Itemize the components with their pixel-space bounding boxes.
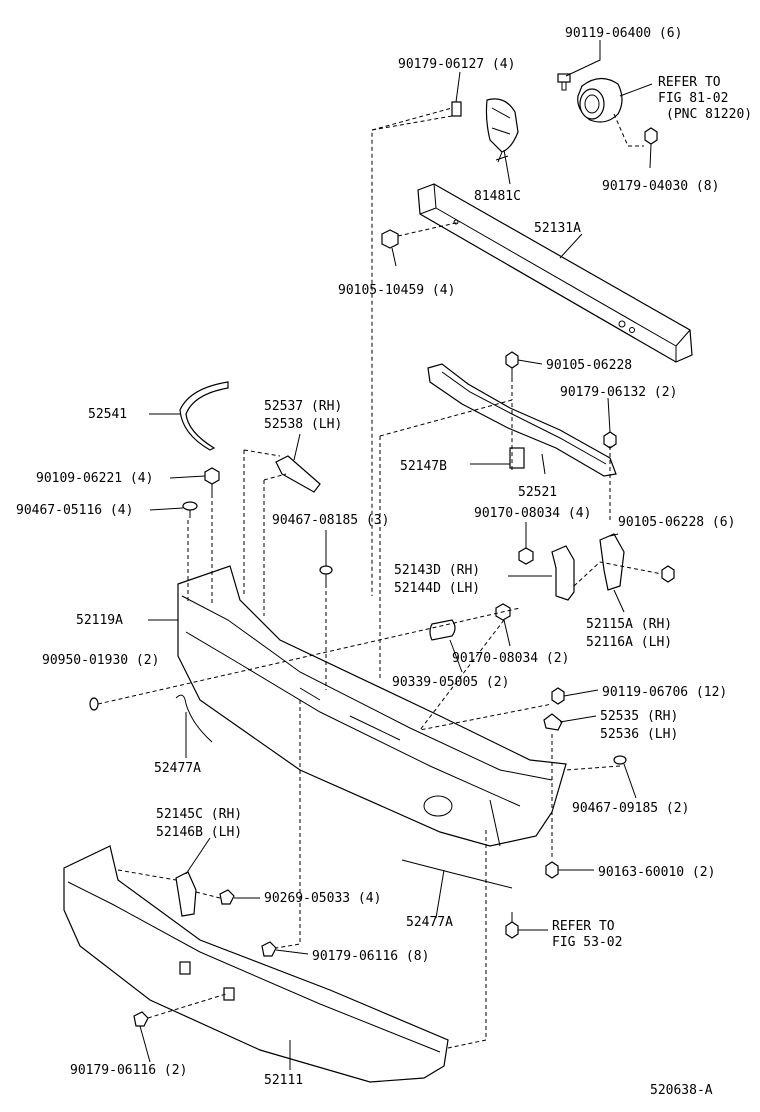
label-52145c: 52145C (RH) (156, 807, 242, 822)
label-90950-01930: 90950-01930 (2) (42, 653, 159, 668)
bumper-retainer-52521 (427, 363, 617, 477)
bracket-52145c-52146b (175, 871, 197, 917)
bumper-reinforcement-52131a (417, 183, 693, 363)
label-90105-10459: 90105-10459 (4) (338, 283, 455, 298)
label-52541: 52541 (88, 407, 127, 422)
label-refer-fig81-line2: FIG 81-02 (658, 91, 728, 106)
label-refer-fig81-line1: REFER TO (658, 75, 721, 90)
label-52131a: 52131A (534, 221, 581, 236)
label-52115a: 52115A (RH) (586, 617, 672, 632)
label-90170-08034-a: 90170-08034 (4) (474, 506, 591, 521)
bolt-90105-06228-top (505, 351, 519, 378)
label-52116a: 52116A (LH) (586, 635, 672, 650)
label-52535: 52535 (RH) (600, 709, 678, 724)
bracket-52115a-52116a (599, 533, 625, 591)
clip-90467-05116 (182, 501, 198, 518)
alignment-lines (97, 107, 663, 1049)
label-90170-08034-b: 90170-08034 (2) (452, 651, 569, 666)
label-52144d: 52144D (LH) (394, 581, 480, 596)
label-52146b: 52146B (LH) (156, 825, 242, 840)
spacer-90339-05005 (429, 619, 456, 641)
nut-90179-06132 (603, 431, 617, 449)
clip-90467-09185 (613, 755, 627, 765)
label-52521: 52521 (518, 485, 557, 500)
label-90109-06221: 90109-06221 (4) (36, 471, 153, 486)
plug-90950-01930 (89, 697, 99, 711)
label-90467-08185: 90467-08185 (3) (272, 513, 389, 528)
label-90339-05005: 90339-05005 (2) (392, 675, 509, 690)
leader-lines (139, 40, 653, 1070)
screw-refer-53-02 (505, 912, 519, 939)
label-52537: 52537 (RH) (264, 399, 342, 414)
label-52477a-right: 52477A (406, 915, 453, 930)
bracket-52143d-52144d (551, 545, 575, 601)
label-90105-06228-top: 90105-06228 (546, 358, 632, 373)
label-90163-60010: 90163-60010 (2) (598, 865, 715, 880)
label-refer-fig81-line3: (PNC 81220) (666, 107, 752, 122)
fog-lamp (577, 77, 623, 123)
nut-90179-04030 (644, 127, 658, 145)
label-90105-06228-side: 90105-06228 (6) (618, 515, 735, 530)
screw-90119-06706 (551, 687, 565, 705)
label-90119-06400: 90119-06400 (6) (565, 26, 682, 41)
clip-90179-06116-b (133, 1011, 149, 1027)
label-52111: 52111 (264, 1073, 303, 1088)
label-52538: 52538 (LH) (264, 417, 342, 432)
molding-52477a-left (175, 694, 213, 743)
nut-90170-08034-a (518, 547, 534, 565)
label-52477a-left: 52477A (154, 761, 201, 776)
bolt-90105-06228-side (661, 565, 675, 583)
diagram-id: 520638-A (650, 1083, 713, 1098)
label-90269-05033: 90269-05033 (4) (264, 891, 381, 906)
label-refer-fig53-line2: FIG 53-02 (552, 935, 622, 950)
molding-52541 (179, 381, 229, 451)
label-90119-06706: 90119-06706 (12) (602, 685, 727, 700)
label-90179-06132: 90179-06132 (2) (560, 385, 677, 400)
clip-90179-06127 (451, 101, 462, 117)
label-90467-09185: 90467-09185 (2) (572, 801, 689, 816)
label-refer-fig53-line1: REFER TO (552, 919, 615, 934)
bracket-52535-52536 (543, 713, 563, 731)
label-90467-05116: 90467-05116 (4) (16, 503, 133, 518)
clip-90467-08185 (319, 565, 333, 584)
label-52536: 52536 (LH) (600, 727, 678, 742)
label-90179-06127: 90179-06127 (4) (398, 57, 515, 72)
label-52143d: 52143D (RH) (394, 563, 480, 578)
label-90179-06116-b: 90179-06116 (2) (70, 1063, 187, 1078)
bumper-bar-52111 (63, 845, 449, 1083)
label-90179-04030: 90179-04030 (8) (602, 179, 719, 194)
label-90179-06116-a: 90179-06116 (8) (312, 949, 429, 964)
bracket-52537-52538 (275, 455, 321, 493)
fog-lamp-bracket-81481c (485, 98, 519, 163)
label-81481c: 81481C (474, 189, 521, 204)
screw-90119-06400 (557, 73, 571, 91)
screw-90109-06221 (204, 467, 220, 494)
screw-90269-05033 (219, 889, 235, 905)
label-52147b: 52147B (400, 459, 447, 474)
label-52119a: 52119A (76, 613, 123, 628)
molding-52477a-right (401, 859, 513, 889)
screw-90163-60010 (545, 861, 559, 879)
clip-90179-06116-a (261, 941, 277, 957)
bolt-90105-10459 (381, 229, 399, 249)
